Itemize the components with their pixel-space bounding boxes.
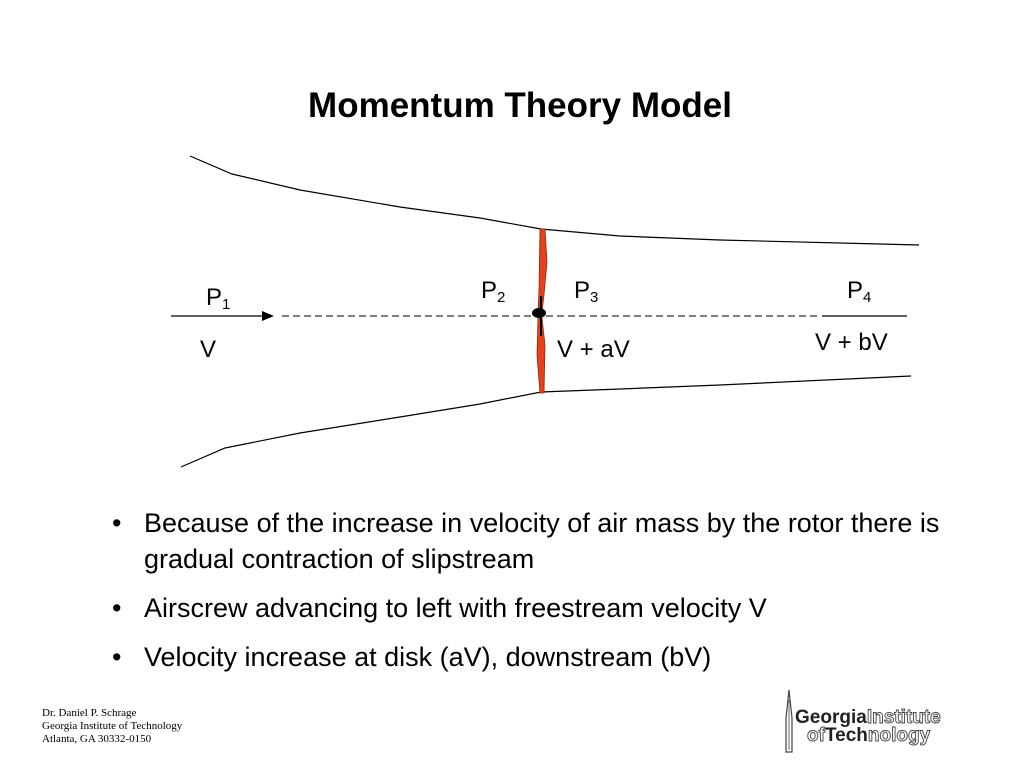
label-p3: P3	[574, 277, 599, 306]
freestream-arrowhead	[262, 311, 274, 321]
footer-author: Dr. Daniel P. Schrage	[42, 707, 137, 719]
logo-line-georgia-institute: GeorgiaInstitute	[795, 707, 941, 728]
lower-streamtube-boundary	[180, 375, 912, 468]
slide-title: Momentum Theory Model	[308, 86, 732, 125]
bullet-item: •Velocity increase at disk (aV), downstr…	[112, 639, 992, 675]
bullet-marker: •	[112, 508, 122, 538]
label-v-in: V	[200, 336, 217, 363]
georgia-tech-logo: GeorgiaInstitute ofTechnology	[781, 688, 961, 754]
label-p4: P4	[847, 277, 872, 306]
bullet-item: •Airscrew advancing to left with freestr…	[112, 590, 992, 626]
label-p1: P1	[206, 284, 231, 313]
upper-streamtube-boundary	[189, 155, 920, 246]
footer-address: Atlanta, GA 30332-0150	[42, 733, 152, 745]
logo-line-of-technology: ofTechnology	[807, 725, 931, 746]
rotor-hub	[532, 308, 546, 318]
tower-logo-icon	[785, 689, 793, 753]
label-v-out: V + bV	[815, 329, 888, 356]
rotor-blade-upper	[537, 228, 548, 313]
bullet-list: •Because of the increase in velocity of …	[112, 505, 992, 688]
bullet-marker: •	[112, 642, 122, 672]
bullet-item: •Because of the increase in velocity of …	[112, 505, 992, 577]
bullet-marker: •	[112, 593, 122, 623]
footer-institution: Georgia Institute of Technology	[42, 720, 183, 732]
label-p2: P2	[481, 277, 506, 306]
author-footer: Dr. Daniel P. Schrage Georgia Institute …	[42, 707, 182, 746]
label-v-disk: V + aV	[557, 336, 630, 363]
